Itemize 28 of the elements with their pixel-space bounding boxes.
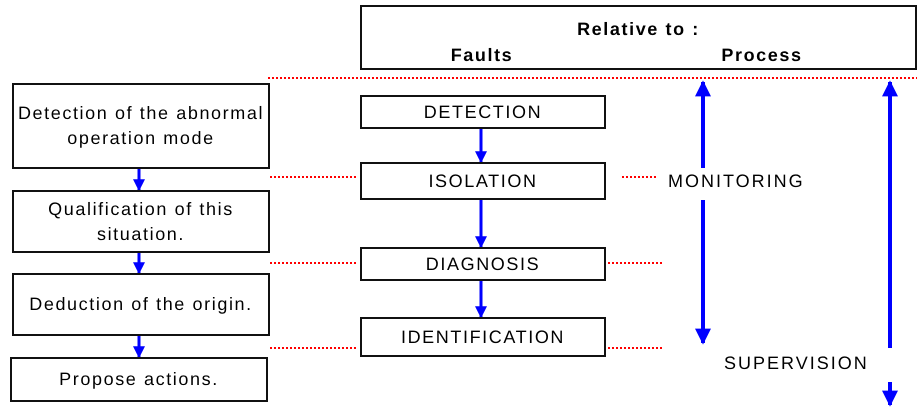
- span-label: SUPERVISION: [724, 353, 869, 374]
- process-box: [360, 95, 606, 129]
- box-text: IDENTIFICATION: [400, 326, 566, 348]
- box-text: Qualification of this situation.: [47, 198, 235, 246]
- process-box: [12, 83, 270, 169]
- header-box: [360, 5, 917, 70]
- arrow: [475, 129, 487, 164]
- header-text: Relative to :: [576, 19, 701, 39]
- span-label: MONITORING: [668, 171, 805, 192]
- box-text: Detection of the abnormal operation mode: [16, 102, 266, 150]
- box-text: DETECTION: [424, 100, 542, 124]
- box-text: Propose actions.: [59, 368, 219, 391]
- process-box: [10, 357, 268, 402]
- column-heading: Process: [720, 45, 804, 65]
- process-box: [360, 247, 606, 281]
- arrow: [475, 200, 487, 248]
- arrow: [133, 169, 145, 192]
- column-heading: Faults: [450, 45, 514, 65]
- process-box: [12, 190, 270, 253]
- arrow: [133, 336, 145, 358]
- box-text: Deduction of the origin.: [29, 293, 253, 316]
- process-box: [360, 162, 606, 200]
- process-box: [360, 317, 606, 357]
- process-box: [12, 273, 270, 336]
- box-text: DIAGNOSIS: [426, 252, 540, 276]
- box-text: ISOLATION: [428, 170, 538, 192]
- arrow: [475, 281, 487, 318]
- arrow: [133, 253, 145, 274]
